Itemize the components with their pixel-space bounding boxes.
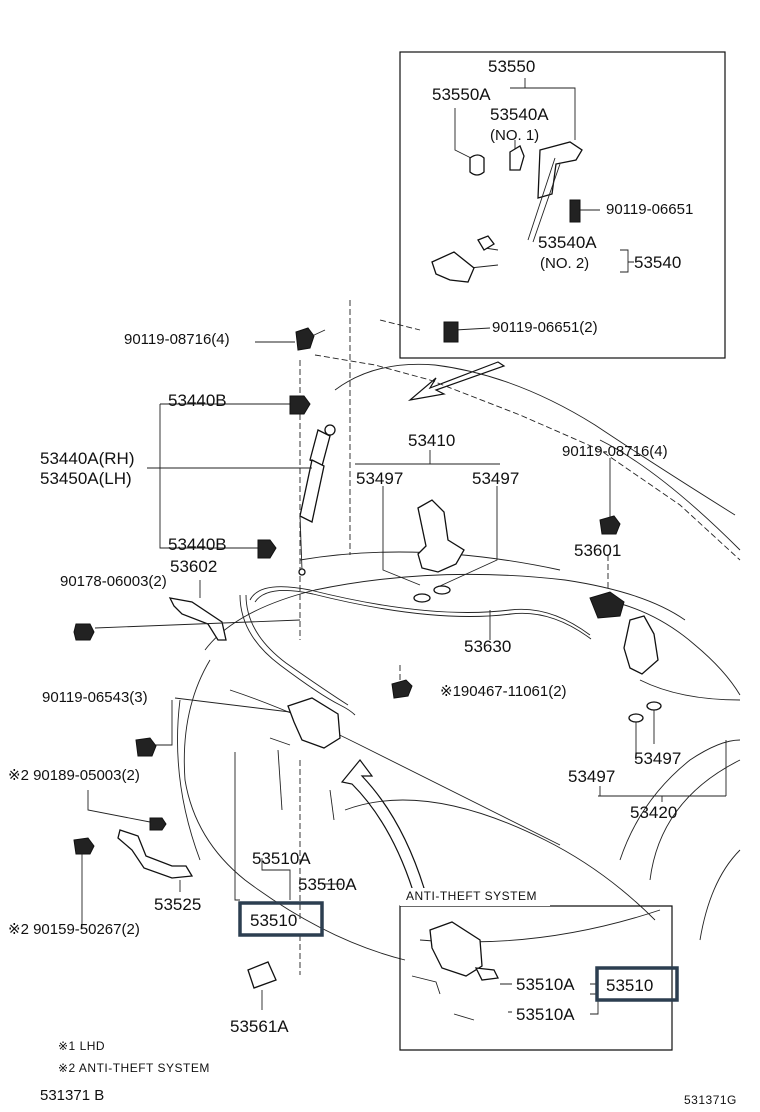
label-53630: 53630 [464,637,511,656]
label-90119-08716-left: 90119-08716(4) [124,331,230,348]
hinge-53410 [417,499,465,573]
right-parts [589,458,727,802]
bracket-53601 [589,591,625,619]
clip-90178 [73,623,95,641]
label-53510-right: 53510 [606,976,653,995]
anti-theft-frame [399,905,673,1051]
label-90119-06651-2: 90119-06651(2) [492,319,598,336]
label-53550A: 53550A [432,85,491,104]
label-53510A-b: 53510A [298,875,357,894]
bolt-90119-08716-left [295,327,315,351]
label-90159-50267: ※2 90159-50267(2) [8,921,140,938]
label-53497-b: 53497 [472,469,519,488]
strut-body [299,459,325,523]
label-90119-08716-right: 90119-08716(4) [562,443,668,460]
lower-bracket [431,251,475,283]
note-anti-theft: ※2 ANTI-THEFT SYSTEM [58,1061,210,1075]
hood-lock-53510 [287,697,341,749]
top-inset: 53550 53550A 53540A (NO. 1) 90119-06651 … [399,51,726,359]
hinge-53420 [623,615,659,675]
left-parts [73,327,592,1010]
top-inset-frame [399,51,726,359]
label-90178-06003: 90178-06003(2) [60,573,167,590]
label-53601: 53601 [574,541,621,560]
label-anti-theft-title: ANTI-THEFT SYSTEM [406,889,537,903]
bolt-90159 [73,837,95,855]
label-53540: 53540 [634,253,681,272]
anti-theft-inset [399,888,673,1051]
label-53420: 53420 [630,803,677,822]
note-lhd: ※1 LHD [58,1039,105,1053]
label-53497-a: 53497 [356,469,403,488]
highlight-53510-left [238,901,324,937]
label-53525: 53525 [154,895,201,914]
bolt-part [569,199,581,223]
ball-stud-bottom [257,539,277,559]
label-53602: 53602 [170,557,217,576]
label-90119-06651: 90119-06651 [606,201,693,218]
center-hinge [355,450,500,603]
bolt-90119-08716-right [599,515,621,535]
label-53540A-no2: 53540A [538,233,597,252]
label-53440B-bottom: 53440B [168,535,227,554]
latch-handle-53602 [168,597,227,641]
code-bottom-right: 531371G [684,1093,737,1107]
switch-53525 [117,829,194,879]
inset-hood-lock [429,921,483,977]
label-90467-11061: ※190467-11061(2) [440,683,567,700]
anti-theft-arrow [340,759,425,895]
label-53540A-no1: 53540A [490,105,549,124]
label-53410: 53410 [408,431,455,450]
label-90189-05003: ※2 90189-05003(2) [8,767,140,784]
label-53510A-a: 53510A [252,849,311,868]
label-53561A: 53561A [230,1017,289,1036]
label-53440A-RH: 53440A(RH) [40,449,135,468]
label-53440B-top: 53440B [168,391,227,410]
cover-53561A [247,961,277,989]
bolt-part-2 [443,321,459,343]
label-53510A-inset-a: 53510A [516,975,575,994]
ball-stud-top [289,395,311,415]
clip-part [469,154,485,176]
bracket-part [509,145,525,171]
small-clip [477,235,495,251]
label-53450A-LH: 53450A(LH) [40,469,132,488]
highlight-53510-right [595,966,679,1002]
label-no2: (NO. 2) [540,255,589,272]
label-53510A-inset-b: 53510A [516,1005,575,1024]
clip-90467 [391,679,413,699]
label-90119-06543: 90119-06543(3) [42,689,148,706]
hinge-bracket [537,141,583,199]
label-53550: 53550 [488,57,535,76]
bolt-90119-06543 [135,737,157,757]
label-no1: (NO. 1) [490,127,539,144]
inset-arrow [407,361,506,401]
label-53497-c: 53497 [568,767,615,786]
label-53497-d: 53497 [634,749,681,768]
label-53510-left: 53510 [250,911,297,930]
clip-90189 [149,817,167,831]
code-bottom-left: 531371 B [40,1087,104,1104]
